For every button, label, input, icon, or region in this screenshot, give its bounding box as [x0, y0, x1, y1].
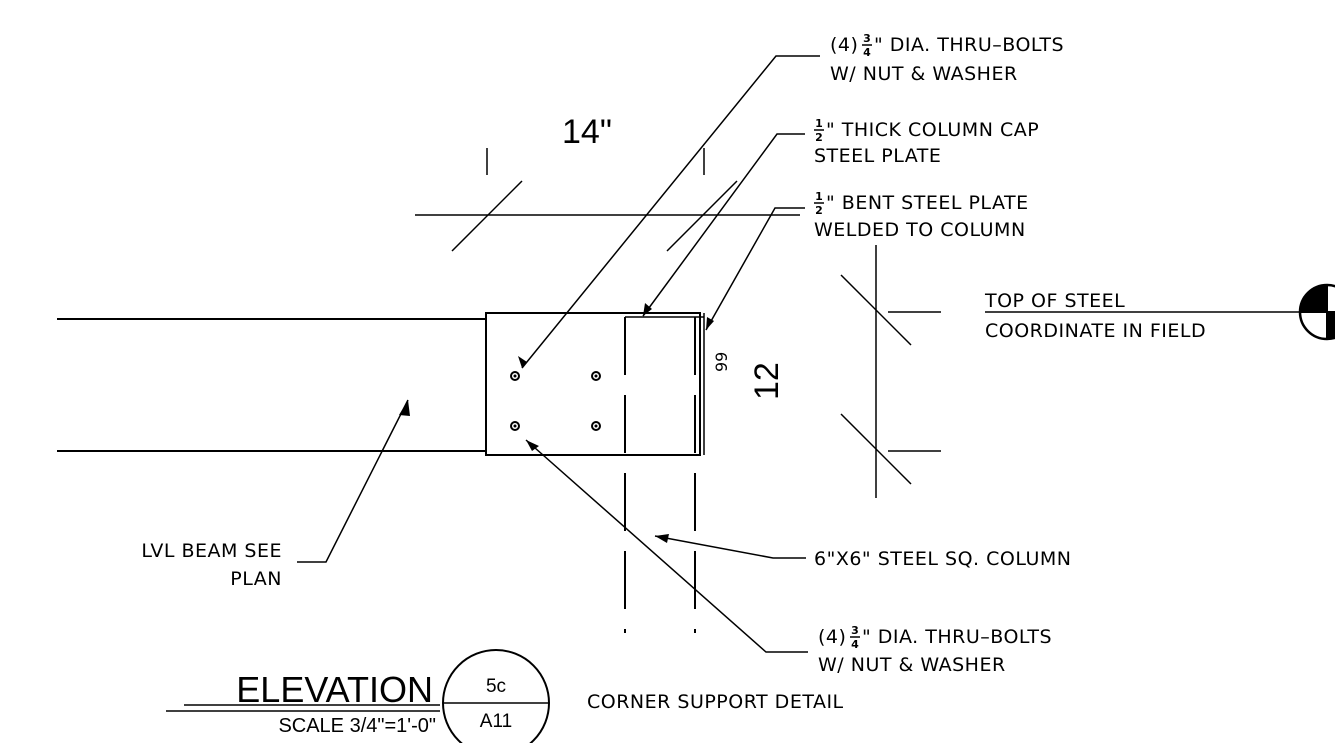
cap-plate-note-line2: STEEL PLATE: [814, 145, 941, 167]
bent-plate-note-line1: " BENT STEEL PLATE: [826, 192, 1029, 214]
bolts-top-note-line2: W/ NUT & WASHER: [830, 63, 1018, 85]
bolt-mark: [591, 371, 601, 381]
svg-text:1: 1: [815, 190, 823, 203]
bolts-bottom-note-line2: W/ NUT & WASHER: [818, 654, 1006, 676]
sheet-number: A11: [480, 711, 512, 732]
elevation-marker-icon: [1298, 283, 1335, 341]
leaders: [297, 55, 820, 653]
bolt-group: [510, 371, 601, 431]
bolt-mark: [591, 421, 601, 431]
detail-number: 5c: [486, 676, 506, 697]
column-note: 6"X6" STEEL SQ. COLUMN: [814, 548, 1071, 570]
svg-text:3: 3: [851, 624, 859, 637]
coordinate-label: COORDINATE IN FIELD: [985, 320, 1206, 342]
height-dimension-mark: 99: [712, 352, 731, 372]
svg-text:2: 2: [815, 204, 823, 217]
bolts-top-note-line1: " DIA. THRU–BOLTS: [874, 34, 1064, 56]
lvl-beam-note-line1: LVL BEAM SEE: [141, 540, 282, 562]
column-cap-plate: [485, 312, 701, 456]
detail-name: CORNER SUPPORT DETAIL: [587, 691, 844, 713]
svg-text:1: 1: [815, 117, 823, 130]
drawing-title: ELEVATION: [236, 669, 433, 710]
drawing-scale: SCALE 3/4"=1'-0": [278, 715, 436, 737]
bolts-bottom-note-line1: " DIA. THRU–BOLTS: [862, 626, 1052, 648]
svg-text:2: 2: [815, 131, 823, 144]
height-dimension-text: 12: [748, 362, 786, 400]
lvl-beam-note-line2: PLAN: [230, 568, 282, 590]
cap-plate-note-line1: " THICK COLUMN CAP: [826, 119, 1039, 141]
width-dimension: 14": [415, 113, 800, 252]
bolt-mark: [510, 371, 520, 381]
height-dimension: 12 99: [712, 245, 941, 498]
bent-plate-note-line2: WELDED TO COLUMN: [814, 219, 1026, 241]
bolts-bottom-note-qty: (4): [818, 626, 846, 648]
bolts-top-note-qty: (4): [830, 34, 858, 56]
width-dimension-text: 14": [562, 113, 612, 151]
title-block: ELEVATION SCALE 3/4"=1'-0" 5c A11: [166, 649, 550, 743]
svg-text:3: 3: [863, 32, 871, 45]
svg-text:4: 4: [863, 46, 871, 59]
bolt-mark: [510, 421, 520, 431]
svg-text:4: 4: [851, 638, 859, 651]
top-of-steel-label: TOP OF STEEL: [984, 290, 1125, 312]
